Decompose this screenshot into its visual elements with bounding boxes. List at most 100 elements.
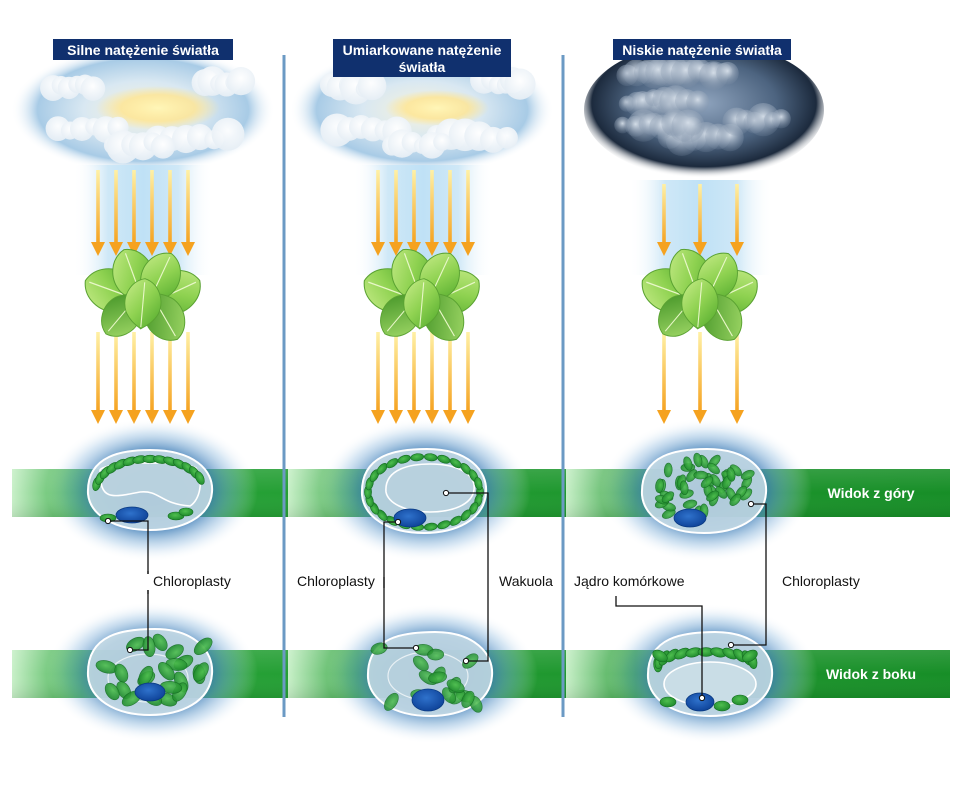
sunny-sky-1 — [11, 46, 275, 174]
nucleus — [393, 508, 427, 528]
light-arrow-head — [425, 410, 439, 424]
light-arrow-head — [461, 242, 475, 256]
label-backdrop — [776, 574, 872, 590]
chloroplast — [376, 463, 388, 475]
light-arrow — [657, 332, 671, 424]
nucleus — [411, 688, 445, 712]
label-backdrop — [493, 574, 557, 590]
light-arrow — [371, 170, 385, 256]
vacuole — [99, 462, 202, 507]
light-arrow-shaft — [698, 184, 702, 244]
light-arrow-head — [443, 410, 457, 424]
cloud-puff — [191, 66, 256, 97]
chloroplast — [693, 452, 703, 468]
leaf — [403, 278, 441, 330]
nucleus — [673, 508, 707, 528]
light-arrow — [91, 170, 105, 256]
leaf-cluster-1 — [84, 249, 201, 341]
light-arrow-head — [127, 410, 141, 424]
light-arrow-shaft — [376, 332, 380, 412]
light-arrow — [163, 332, 177, 424]
nucleus — [115, 506, 149, 524]
light-arrow — [163, 170, 177, 256]
storm-cloud-lobe — [771, 109, 791, 129]
chloroplast — [665, 648, 679, 663]
sunny-sky-2 — [290, 46, 554, 174]
label-chloroplasts-col3: Chloroplasty — [782, 573, 860, 589]
sky-illustrations — [11, 42, 824, 178]
cell-side-col1 — [46, 602, 258, 742]
light-arrow-shaft — [662, 332, 666, 412]
chloroplast — [474, 476, 483, 491]
light-arrow — [181, 332, 195, 424]
light-arrow-head — [730, 242, 744, 256]
storm-cloud-lobe — [671, 109, 705, 143]
chloroplast — [178, 507, 194, 517]
leaf-cluster-2 — [363, 249, 480, 341]
chloroplast — [410, 453, 425, 462]
title-background-3 — [613, 39, 791, 60]
storm-cloud — [722, 102, 791, 137]
chloroplast — [700, 476, 714, 489]
annotation-labels: Chloroplasty Chloroplasty Wakuola Jądro … — [153, 485, 916, 682]
light-arrow-shaft — [394, 332, 398, 412]
light-arrow-head — [163, 242, 177, 256]
chloroplast — [158, 662, 175, 681]
leader-line-7 — [731, 503, 767, 646]
cloud-puff-lobe — [80, 76, 106, 101]
label-backdrop — [570, 574, 694, 590]
chloroplast — [370, 642, 388, 655]
column-title-3: Niskie natężenie światła — [613, 39, 791, 60]
light-arrow-shaft — [132, 170, 136, 244]
storm-cloud — [614, 109, 705, 143]
chloroplast — [461, 690, 475, 708]
light-arrow-shaft — [412, 332, 416, 412]
light-arrow-head — [91, 410, 105, 424]
column-titles: Silne natężenie światła Umiarkowane natę… — [53, 39, 791, 77]
storm-cloud-lobe — [716, 61, 739, 85]
chloroplast — [683, 456, 693, 471]
cell-illustrations — [46, 418, 818, 744]
light-arrow-shaft — [394, 170, 398, 244]
leaf-vein — [697, 282, 703, 328]
light-arrow — [371, 332, 385, 424]
leader-dot — [747, 500, 755, 508]
light-arrow — [693, 184, 707, 256]
chloroplast — [114, 663, 129, 683]
chloroplast — [655, 478, 664, 494]
light-arrow — [425, 332, 439, 424]
light-arrow-head — [425, 242, 439, 256]
cloud-puff-lobe — [504, 68, 536, 100]
light-arrow-shaft — [96, 332, 100, 412]
overcast-sky — [584, 42, 824, 178]
chloroplast — [449, 515, 462, 526]
light-arrow-head — [730, 410, 744, 424]
chloroplast — [428, 671, 448, 684]
light-arrow-shaft — [466, 332, 470, 412]
label-top-view: Widok z góry — [828, 485, 915, 501]
label-backdrop — [290, 574, 382, 590]
light-arrow-shaft — [412, 170, 416, 244]
light-arrow-shaft — [186, 170, 190, 244]
title-background-2 — [333, 39, 511, 77]
sun-glow — [385, 90, 489, 126]
light-arrow-head — [657, 242, 671, 256]
chloroplast — [460, 509, 472, 521]
leaf-vein — [140, 282, 146, 328]
label-nucleus-col3: Jądro komórkowe — [574, 573, 685, 589]
storm-cloud — [645, 57, 739, 91]
light-arrow-shaft — [132, 332, 136, 412]
leader-dot — [126, 646, 134, 654]
cell-side-col3 — [606, 604, 818, 744]
leader-dot — [727, 641, 735, 649]
light-arrow — [443, 332, 457, 424]
leaf-vein — [419, 282, 425, 328]
light-arrow — [407, 332, 421, 424]
leader-line-6 — [615, 596, 703, 698]
cloud-puff — [103, 130, 176, 164]
cloud-puff — [382, 129, 451, 159]
light-arrow — [91, 332, 105, 424]
chloroplast — [437, 520, 451, 530]
cloud-puff-lobe — [226, 66, 256, 96]
chloroplast — [742, 649, 758, 663]
